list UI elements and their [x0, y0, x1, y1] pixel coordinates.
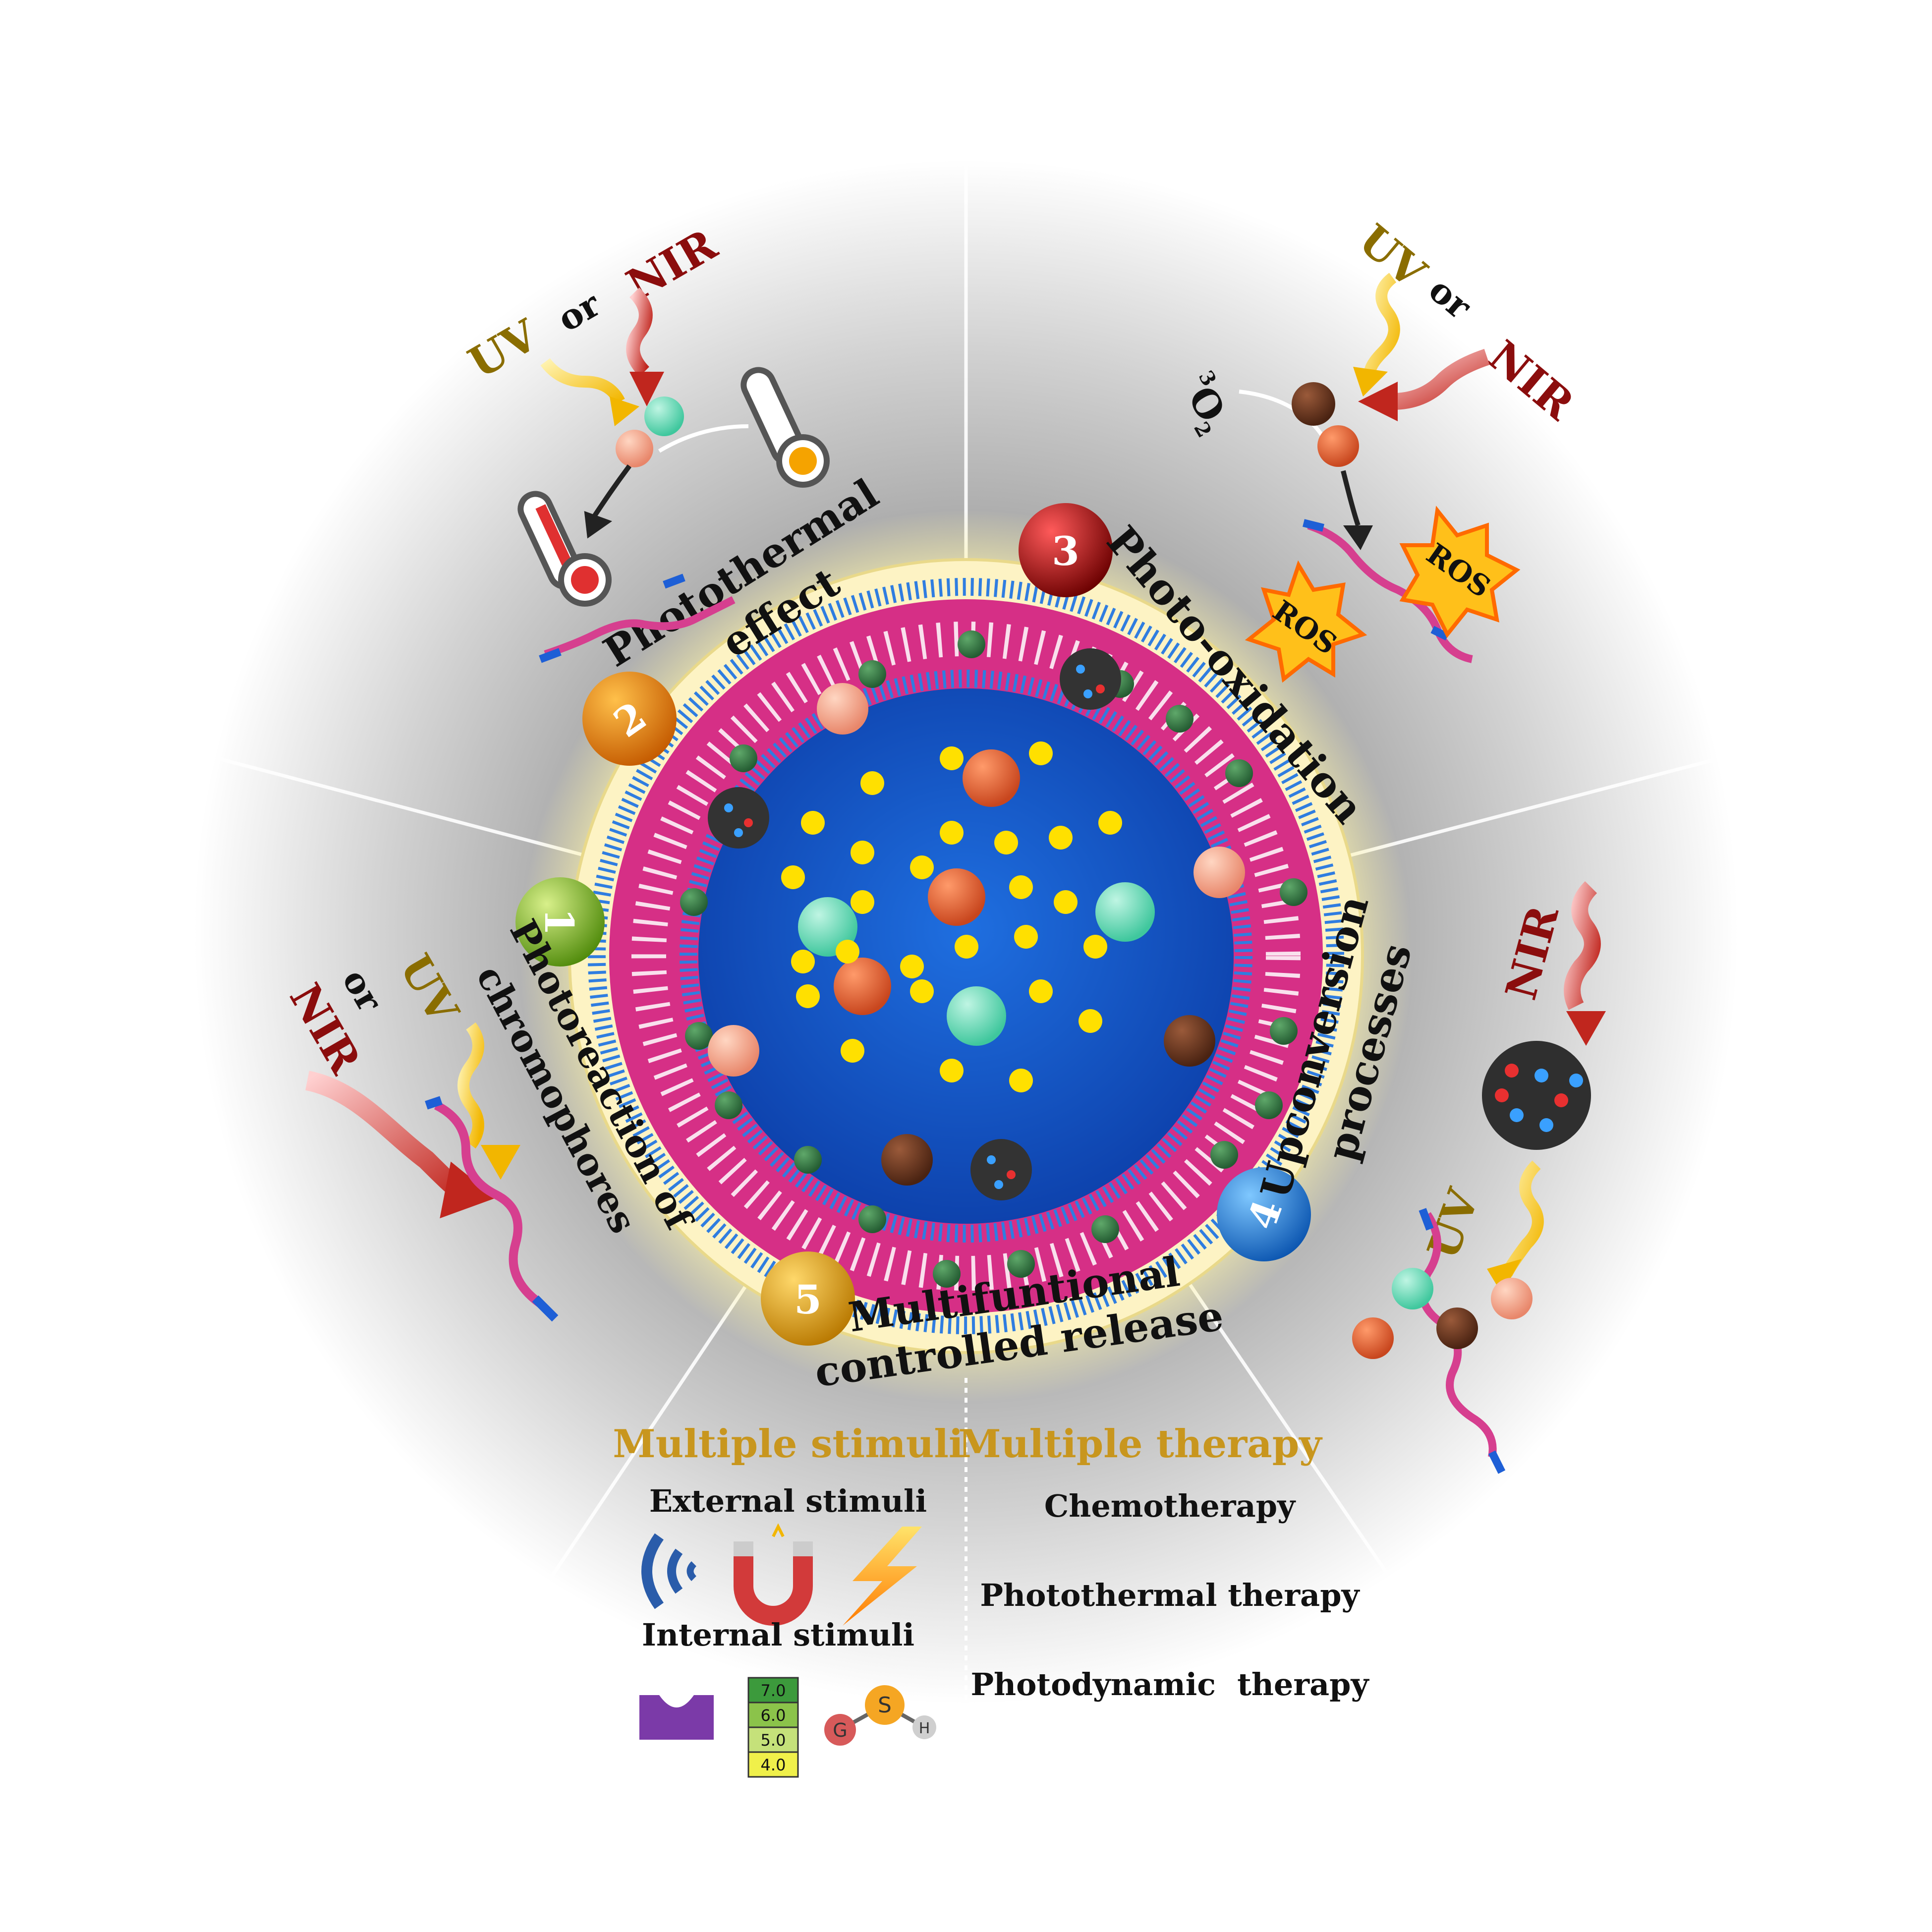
thermometer-high-icon	[517, 491, 612, 607]
therapy-heading: Multiple therapy	[958, 1421, 1323, 1467]
therapy-item: Chemotherapy	[1044, 1488, 1296, 1524]
uv-arrow	[457, 1022, 484, 1149]
number-1: 1	[536, 908, 582, 936]
ph-value: 4.0	[761, 1756, 786, 1774]
glutathione-icon: G S H	[824, 1685, 936, 1746]
released-brown	[1436, 1307, 1478, 1349]
polymer-chain	[1307, 521, 1473, 663]
peach-particle	[1193, 847, 1245, 898]
inner-lipid-heads	[680, 670, 1252, 1243]
oxidation-arrowhead	[1343, 525, 1373, 550]
number-5: 5	[794, 1276, 822, 1323]
orange-drug	[834, 958, 891, 1015]
nir-arrow	[1392, 348, 1490, 410]
upconversion-nanoparticle-large	[1482, 1041, 1591, 1150]
polymer-end	[539, 648, 562, 663]
heat-arrowhead	[584, 511, 613, 539]
nir-arrowhead	[440, 1161, 496, 1219]
gsh-s: S	[878, 1693, 892, 1718]
heat-arrow	[592, 464, 632, 517]
gsh-g: G	[833, 1719, 847, 1741]
upconversion-nanoparticle	[708, 787, 769, 849]
upconversion-nanoparticle	[1060, 648, 1121, 710]
bilayer-beads	[680, 630, 1307, 1288]
nir-arrow	[1564, 881, 1601, 1010]
ph-scale-icon: 7.0 6.0 5.0 4.0	[747, 1677, 799, 1778]
orange-drug	[963, 749, 1020, 807]
polymer-end	[1303, 519, 1324, 532]
lipid-tails	[631, 622, 1301, 1291]
therapy-panel: Multiple therapy Chemotherapy Phototherm…	[958, 1421, 1369, 1703]
uv-arrowhead	[1353, 367, 1388, 397]
therapy-item: Photothermal therapy	[980, 1577, 1360, 1613]
sector-4: 4 Upconversion processes NIR UV	[1217, 881, 1606, 1474]
photosensitizer-excited	[1292, 382, 1335, 426]
upconversion-nanoparticle	[970, 1139, 1032, 1200]
ultrasound-icon	[641, 1533, 697, 1609]
magnet-icon	[734, 1523, 813, 1626]
number-1-badge	[515, 877, 605, 966]
number-3-badge	[1019, 503, 1113, 597]
number-3: 3	[1052, 528, 1080, 574]
uv-arrow	[1501, 1160, 1544, 1277]
gsh-h: H	[919, 1720, 930, 1737]
ros-burst: ROS	[1245, 560, 1367, 683]
nanocarrier	[520, 510, 1412, 1402]
thermometer-low-icon	[740, 367, 830, 488]
external-stimuli-label: External stimuli	[649, 1483, 927, 1519]
polymer-end	[1430, 625, 1449, 641]
therapy-item: Photodynamic therapy	[970, 1666, 1369, 1703]
number-2-badge	[582, 672, 677, 766]
teal-drug	[947, 986, 1006, 1046]
ph-value: 6.0	[761, 1706, 786, 1725]
uv-arrowhead	[481, 1145, 520, 1180]
polymer-end	[663, 573, 685, 589]
polymer-end	[1419, 1208, 1434, 1231]
teal-drug	[1095, 882, 1155, 942]
stimuli-heading: Multiple stimuli	[613, 1421, 963, 1467]
chromophore-chain	[434, 1101, 543, 1307]
chromophore-end	[532, 1295, 559, 1322]
outer-lipid-heads	[588, 578, 1344, 1334]
released-peach	[1491, 1278, 1533, 1319]
photosensitizer-ground	[1317, 425, 1359, 467]
polymer-end	[1488, 1450, 1506, 1474]
chromophore-end	[425, 1096, 443, 1110]
ground-molecule	[616, 430, 653, 467]
released-orange	[1352, 1317, 1394, 1359]
polymer-chain	[544, 596, 736, 658]
number-5-badge	[761, 1251, 855, 1346]
nir-arrowhead	[1566, 1011, 1606, 1046]
uv-arrowhead	[1487, 1259, 1522, 1294]
orange-drug	[928, 868, 985, 926]
lightning-icon	[843, 1527, 922, 1626]
excitation-arc	[658, 424, 749, 453]
peach-particle	[708, 1025, 759, 1077]
ros-burst: ROS	[1399, 506, 1521, 638]
brown-particle	[1164, 1015, 1215, 1067]
yellow-small-molecules	[781, 741, 1122, 1092]
number-4-badge	[1217, 1167, 1311, 1261]
oxidation-arrow	[1341, 470, 1361, 526]
ph-value: 5.0	[761, 1731, 786, 1750]
peach-particle	[817, 683, 868, 735]
brown-particle	[881, 1134, 933, 1186]
nir-arrowhead	[629, 372, 664, 406]
uv-arrow	[1364, 273, 1400, 386]
released-teal	[1392, 1268, 1433, 1309]
ph-value: 7.0	[761, 1681, 786, 1700]
stimuli-panel: Multiple stimuli External stimuli Intern…	[613, 1421, 964, 1778]
enzyme-icon	[639, 1695, 714, 1740]
nir-arrowhead	[1358, 382, 1398, 421]
uv-arrow	[540, 358, 625, 404]
uv-arrowhead	[610, 397, 639, 426]
nir-arrow	[626, 287, 653, 377]
excited-molecule	[644, 397, 684, 436]
internal-stimuli-label: Internal stimuli	[642, 1617, 914, 1653]
